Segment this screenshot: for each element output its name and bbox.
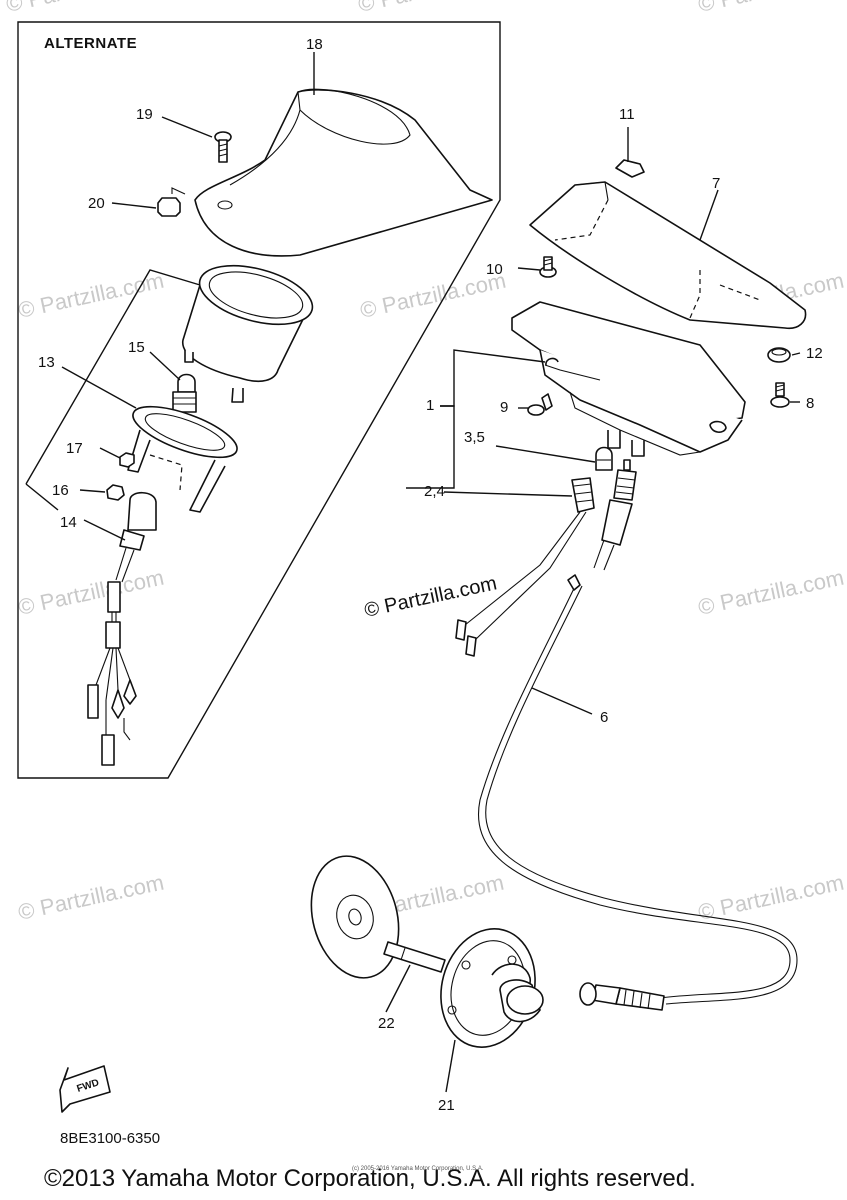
watermark: © Partzilla.com [356, 0, 506, 17]
shaft-22 [383, 941, 446, 973]
callout-22: 22 [378, 1015, 395, 1032]
alternate-frame [17, 21, 501, 779]
callout-1: 1 [426, 397, 434, 414]
callout-2-4: 2,4 [424, 483, 445, 500]
callout-21: 21 [438, 1097, 455, 1114]
callout-16: 16 [52, 482, 69, 499]
copyright: ©2013 Yamaha Motor Corporation, U.S.A. A… [44, 1165, 696, 1192]
callout-6: 6 [600, 709, 608, 726]
watermark: © Partzilla.com [696, 565, 846, 620]
callout-18: 18 [306, 36, 323, 53]
callout-11: 11 [619, 106, 635, 123]
callout-17: 17 [66, 440, 83, 457]
cable-end-upper [593, 459, 637, 571]
nut-16 [106, 484, 125, 501]
leaders-main [385, 127, 801, 1093]
callouts: 18 19 20 15 13 17 16 14 11 7 10 12 8 1 9… [38, 36, 823, 1114]
callout-20: 20 [88, 195, 105, 212]
screw-19 [214, 131, 232, 163]
screw-8 [770, 382, 790, 408]
watermark: © Partzilla.com [16, 268, 166, 323]
watermark: © Partzilla.com [696, 0, 846, 17]
disc [310, 855, 400, 979]
callout-12: 12 [806, 345, 823, 362]
watermark: © Partzilla.com [16, 565, 166, 620]
callout-10: 10 [486, 261, 503, 278]
alternate-label: ALTERNATE [44, 35, 137, 52]
socket-2-4 [455, 477, 595, 657]
meter-cover [171, 88, 493, 257]
watermark: © Partzilla.com [4, 0, 154, 17]
watermark: © Partzilla.com [696, 870, 846, 925]
copyright-small: (c) 2005-2016 Yamaha Motor Corporation, … [352, 1166, 484, 1172]
callout-3-5: 3,5 [464, 429, 485, 446]
bulb-15 [172, 373, 197, 413]
alternate-group: ALTERNATE [17, 21, 501, 779]
meter-assembly-1 [511, 301, 746, 457]
grommet-17 [119, 452, 135, 468]
speedometer-cable-6 [478, 574, 798, 1011]
drive-21 [440, 928, 544, 1048]
watermark: © Partzilla.com [16, 870, 166, 925]
callout-8: 8 [806, 395, 814, 412]
callout-7: 7 [712, 175, 720, 192]
screw-9 [527, 393, 553, 416]
screw-10 [539, 256, 557, 278]
leaders-alt [25, 52, 315, 541]
callout-14: 14 [60, 514, 77, 531]
callout-9: 9 [500, 399, 508, 416]
callout-19: 19 [136, 106, 153, 123]
alt-gauge [182, 264, 314, 403]
nut-20 [157, 197, 181, 217]
callout-15: 15 [128, 339, 145, 356]
socket-14 [87, 491, 157, 766]
clip-11 [615, 159, 645, 178]
bulb-3-5 [595, 446, 613, 471]
diagram-code: 8BE3100-6350 [60, 1130, 160, 1147]
callout-13: 13 [38, 354, 55, 371]
fwd-arrow: FWD [59, 1065, 111, 1113]
grommet-12 [767, 347, 791, 363]
main-assembly [310, 127, 807, 1093]
meter-cover-7 [529, 181, 807, 330]
